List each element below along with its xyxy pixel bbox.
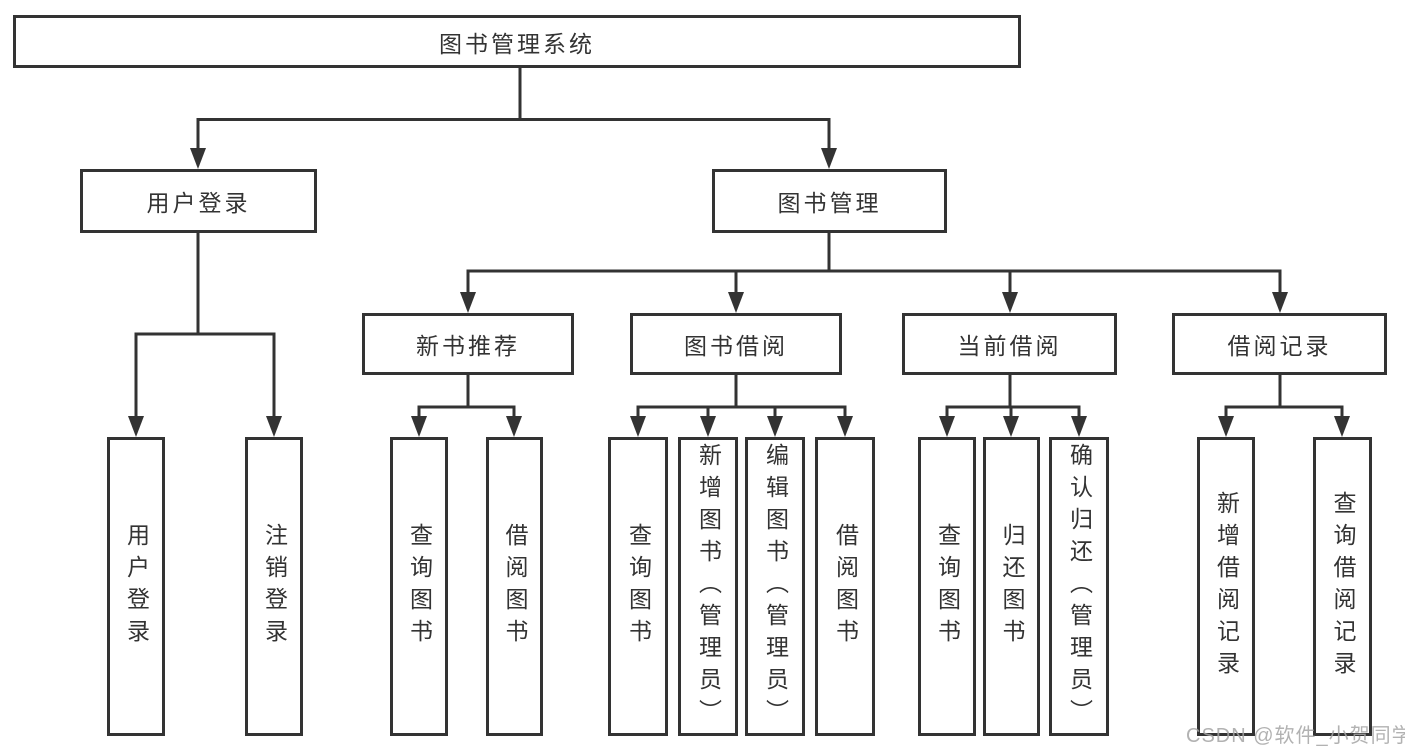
leaf-query-books-recommend: 查询图书	[390, 437, 448, 736]
csdn-watermark: CSDN @软件_小贺同学	[1186, 725, 1405, 747]
node-user-login-label: 用户登录	[146, 190, 251, 216]
leaf-query-books-borrow-label: 查询图书	[625, 522, 652, 651]
leaf-confirm-return-admin: 确认归还（管理员）	[1049, 437, 1109, 736]
node-current-borrowing: 当前借阅	[902, 313, 1117, 375]
node-borrowing-records: 借阅记录	[1172, 313, 1387, 375]
leaf-query-borrow-record-label: 查询借阅记录	[1330, 490, 1356, 683]
leaf-borrow-books-recommend: 借阅图书	[486, 437, 543, 736]
leaf-return-book: 归还图书	[983, 437, 1040, 736]
node-new-book-recommendation: 新书推荐	[362, 313, 574, 375]
leaf-edit-book-admin-label: 编辑图书（管理员）	[762, 442, 789, 731]
node-book-management-label: 图书管理	[777, 190, 882, 216]
leaf-query-borrow-record: 查询借阅记录	[1313, 437, 1372, 736]
node-root-label: 图书管理系统	[439, 30, 595, 57]
leaf-query-books-recommend-label: 查询图书	[406, 522, 433, 651]
node-book-borrowing: 图书借阅	[630, 313, 842, 375]
leaf-add-borrow-record: 新增借阅记录	[1197, 437, 1255, 736]
node-borrowing-records-label: 借阅记录	[1227, 333, 1332, 359]
leaf-query-books-current-label: 查询图书	[934, 522, 961, 651]
leaf-add-book-admin: 新增图书（管理员）	[678, 437, 738, 736]
node-book-management: 图书管理	[712, 169, 947, 233]
leaf-query-books-borrow: 查询图书	[608, 437, 668, 736]
leaf-add-book-admin-label: 新增图书（管理员）	[695, 442, 722, 731]
leaf-confirm-return-admin-label: 确认归还（管理员）	[1066, 442, 1093, 731]
leaf-borrow-books-label: 借阅图书	[832, 522, 859, 651]
leaf-user-login: 用户登录	[107, 437, 165, 736]
leaf-logout: 注销登录	[245, 437, 303, 736]
node-current-borrowing-label: 当前借阅	[957, 333, 1062, 359]
leaf-add-borrow-record-label: 新增借阅记录	[1213, 490, 1240, 683]
node-root: 图书管理系统	[13, 15, 1021, 68]
leaf-logout-label: 注销登录	[261, 522, 288, 651]
leaf-borrow-books: 借阅图书	[815, 437, 875, 736]
leaf-query-books-current: 查询图书	[918, 437, 976, 736]
leaf-return-book-label: 归还图书	[999, 522, 1025, 651]
leaf-user-login-label: 用户登录	[123, 522, 150, 651]
node-new-book-recommendation-label: 新书推荐	[416, 333, 520, 359]
leaf-edit-book-admin: 编辑图书（管理员）	[745, 437, 805, 736]
node-book-borrowing-label: 图书借阅	[684, 333, 788, 359]
node-user-login: 用户登录	[80, 169, 317, 233]
leaf-borrow-books-recommend-label: 借阅图书	[502, 522, 528, 651]
